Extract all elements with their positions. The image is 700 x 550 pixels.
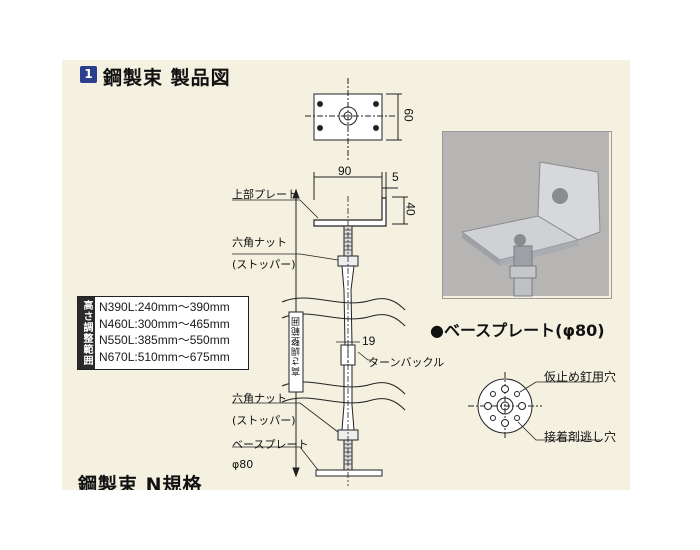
dim-90-lines (313, 172, 408, 225)
bottom-title: 鋼製束 N規格 (78, 474, 203, 490)
upper-plate-side (313, 197, 387, 227)
support-column (315, 196, 383, 486)
label-base-plate: ベースプレート (232, 438, 309, 451)
dim-label-5: 5 (392, 170, 399, 184)
height-range-row: N670L:510mm～675mm (99, 349, 230, 364)
base-plate-leaders (517, 381, 600, 441)
height-range-rows: N390L:240mm～390mm N460L:300mm～465mm N550… (95, 297, 248, 369)
base-plate-hole (514, 390, 521, 397)
dim-60-lines (386, 93, 402, 141)
label-stopper-bottom: (ストッパー) (232, 414, 296, 427)
leader-lines (232, 199, 372, 471)
label-turnbuckle: ターンバックル (368, 356, 445, 369)
base-plate-hole (514, 415, 521, 422)
height-range-box: 高さ調整範囲 N390L:240mm～390mm N460L:300mm～465… (77, 296, 249, 370)
dim-label-19: 19 (362, 334, 376, 348)
photo-bracket (443, 132, 609, 297)
height-range-label: 高さ調整範囲 (78, 297, 95, 369)
label-phi80: φ80 (232, 458, 254, 471)
base-plate-hole (501, 385, 509, 393)
label-adhesive-hole: 接着剤逃し穴 (544, 430, 617, 444)
label-vertical-range: 高さ調整範囲 (292, 316, 302, 376)
dim-label-60: 60 (401, 108, 416, 122)
label-hex-nut-bottom: 六角ナット (232, 392, 287, 405)
dim-label-40: 40 (403, 202, 418, 216)
range-dim-line (288, 188, 304, 478)
base-plate-hole (501, 419, 509, 427)
base-plate-detail (468, 372, 542, 440)
base-plate-holes (484, 385, 526, 427)
upper-plate-top-view (305, 78, 395, 160)
section-title: 鋼製束 製品図 (103, 67, 231, 89)
base-plate-hole (489, 415, 496, 422)
base-plate-hole (484, 402, 492, 410)
label-stopper-top: (ストッパー) (232, 258, 296, 271)
base-plate-hole (518, 402, 526, 410)
label-nail-hole: 仮止め釘用穴 (544, 370, 617, 384)
section-badge: 1 (80, 66, 97, 83)
product-photo (442, 131, 612, 299)
label-hex-nut-top: 六角ナット (232, 236, 287, 249)
label-upper-plate: 上部プレート (232, 188, 298, 201)
dim-label-90: 90 (338, 164, 352, 178)
height-range-row: N460L:300mm～465mm (99, 316, 230, 331)
height-range-row: N550L:385mm～550mm (99, 333, 230, 347)
break-lines (281, 297, 406, 411)
base-plate-hole (489, 390, 496, 397)
height-range-row: N390L:240mm～390mm (99, 300, 230, 314)
base-plate-title: ●ベースプレート(φ80) (430, 321, 605, 340)
